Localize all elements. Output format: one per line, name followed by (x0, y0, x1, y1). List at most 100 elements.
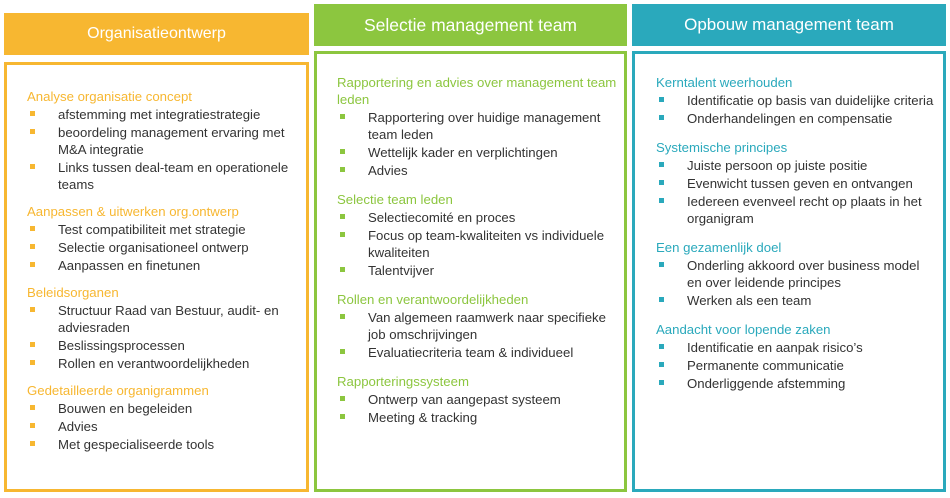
square-bullet-icon (340, 396, 345, 401)
list-item-text: Evenwicht tussen geven en ontvangen (687, 176, 913, 191)
list-item: Test compatibiliteit met strategie (27, 221, 300, 238)
list-item-text: Rollen en verantwoordelijkheden (58, 356, 250, 371)
square-bullet-icon (659, 362, 664, 367)
list-item: Advies (27, 418, 300, 435)
square-bullet-icon (30, 307, 35, 312)
list-item-text: beoordeling management ervaring met M&A … (58, 125, 285, 157)
list-item-text: Permanente communicatie (687, 358, 844, 373)
list-item: Onderling akkoord over business model en… (656, 257, 937, 291)
list-item: Met gespecialiseerde tools (27, 436, 300, 453)
list-item-text: afstemming met integratiestrategie (58, 107, 261, 122)
column-header: Opbouw management team (632, 4, 946, 46)
square-bullet-icon (30, 129, 35, 134)
section-title: Gedetailleerde organigrammen (27, 383, 209, 398)
list-item-text: Identificatie op basis van duidelijke cr… (687, 93, 934, 108)
list-item: Structuur Raad van Bestuur, audit- en ad… (27, 302, 300, 336)
list-item-text: Rapportering over huidige management tea… (368, 110, 601, 142)
square-bullet-icon (30, 405, 35, 410)
list-item-text: Onderhandelingen en compensatie (687, 111, 893, 126)
list-item: beoordeling management ervaring met M&A … (27, 124, 300, 158)
list-item: Ontwerp van aangepast systeem (337, 391, 618, 408)
list-item-text: Selectie organisationeel ontwerp (58, 240, 249, 255)
square-bullet-icon (659, 115, 664, 120)
square-bullet-icon (340, 267, 345, 272)
list-item-text: Aanpassen en finetunen (58, 258, 201, 273)
list-item-text: Advies (58, 419, 98, 434)
column-title: Selectie management team (363, 14, 578, 35)
list-item: Bouwen en begeleiden (27, 400, 300, 417)
square-bullet-icon (340, 314, 345, 319)
list-item-text: Onderling akkoord over business model en… (687, 258, 920, 290)
list-item: Talentvijver (337, 262, 618, 279)
section-title: Rollen en verantwoordelijkheden (337, 292, 529, 307)
list-item: Juiste persoon op juiste positie (656, 157, 937, 174)
list-item: Wettelijk kader en verplichtingen (337, 144, 618, 161)
square-bullet-icon (659, 380, 664, 385)
list-item: Aanpassen en finetunen (27, 257, 300, 274)
square-bullet-icon (340, 214, 345, 219)
list-item-text: Beslissingsprocessen (58, 338, 185, 353)
square-bullet-icon (659, 162, 664, 167)
square-bullet-icon (30, 441, 35, 446)
column-title: Opbouw management team (684, 15, 894, 34)
list-item: Focus op team-kwaliteiten vs individuele… (337, 227, 618, 261)
square-bullet-icon (659, 344, 664, 349)
square-bullet-icon (340, 149, 345, 154)
list-item: Selectie organisationeel ontwerp (27, 239, 300, 256)
list-item-text: Met gespecialiseerde tools (58, 437, 215, 452)
list-item: Evenwicht tussen geven en ontvangen (656, 175, 937, 192)
section-title: Aanpassen & uitwerken org.ontwerp (27, 204, 239, 219)
list-item-text: Identificatie en aanpak risico’s (687, 340, 863, 355)
column-header: Organisatieontwerp (4, 13, 309, 55)
list-item-text: Advies (368, 163, 408, 178)
square-bullet-icon (340, 232, 345, 237)
square-bullet-icon (30, 244, 35, 249)
list-item-text: Test compatibiliteit met strategie (58, 222, 246, 237)
list-item: Meeting & tracking (337, 409, 618, 426)
list-item: Onderliggende afstemming (656, 375, 937, 392)
square-bullet-icon (659, 97, 664, 102)
list-item: Links tussen deal-team en operationele t… (27, 159, 300, 193)
square-bullet-icon (659, 262, 664, 267)
list-item: Advies (337, 162, 618, 179)
bullet-list: Van algemeen raamwerk naar specifieke jo… (337, 309, 618, 361)
list-item: Onderhandelingen en compensatie (656, 110, 937, 127)
square-bullet-icon (340, 114, 345, 119)
list-item-text: Links tussen deal-team en operationele t… (58, 160, 289, 192)
list-item: Identificatie op basis van duidelijke cr… (656, 92, 937, 109)
list-item-text: Selectiecomité en proces (368, 210, 516, 225)
list-item: Iedereen evenveel recht op plaats in het… (656, 193, 937, 227)
square-bullet-icon (340, 167, 345, 172)
list-item: Rapportering over huidige management tea… (337, 109, 618, 143)
section-title: Een gezamenlijk doel (656, 240, 782, 255)
section-title: Kerntalent weerhouden (656, 75, 793, 90)
list-item-text: Ontwerp van aangepast systeem (368, 392, 561, 407)
list-item-text: Bouwen en begeleiden (58, 401, 193, 416)
list-item: afstemming met integratiestrategie (27, 106, 300, 123)
square-bullet-icon (340, 349, 345, 354)
section-title: Rapportering en advies over management t… (337, 75, 617, 107)
square-bullet-icon (30, 262, 35, 267)
square-bullet-icon (659, 180, 664, 185)
square-bullet-icon (30, 342, 35, 347)
section-title: Selectie team leden (337, 192, 453, 207)
square-bullet-icon (30, 226, 35, 231)
square-bullet-icon (30, 423, 35, 428)
list-item: Permanente communicatie (656, 357, 937, 374)
square-bullet-icon (30, 164, 35, 169)
list-item-text: Juiste persoon op juiste positie (687, 158, 868, 173)
list-item-text: Werken als een team (687, 293, 812, 308)
list-item: Beslissingsprocessen (27, 337, 300, 354)
